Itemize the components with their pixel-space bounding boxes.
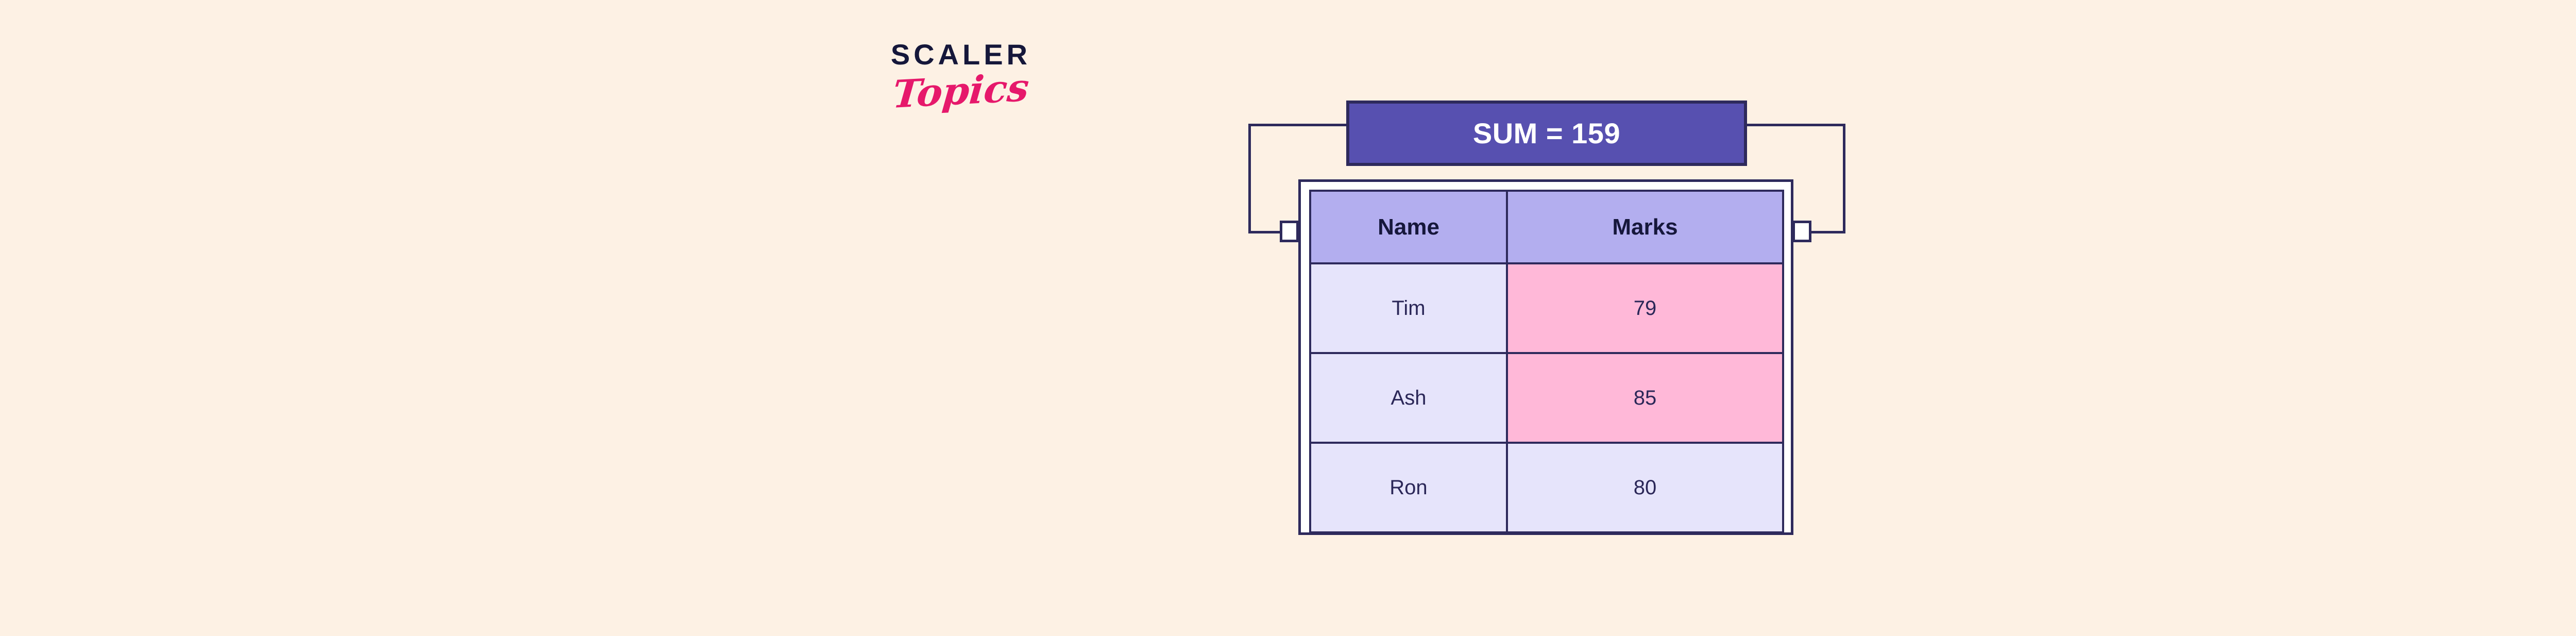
table-row: Ash 85 (1309, 352, 1784, 444)
table-body: Tim 79 Ash 85 Ron 80 (1309, 262, 1784, 533)
cell-name: Ron (1309, 442, 1508, 533)
cell-marks: 79 (1506, 262, 1784, 354)
table-header: Name Marks (1309, 190, 1784, 264)
marks-table: Name Marks Tim 79 Ash 85 Ron 80 (1309, 190, 1784, 533)
selection-handle-left-icon (1280, 221, 1299, 242)
table-row: Ron 80 (1309, 442, 1784, 533)
selection-handle-right-icon (1792, 221, 1811, 242)
scaler-topics-logo: SCALER Topics (876, 40, 1046, 133)
cell-name: Ash (1309, 352, 1508, 444)
column-header-name: Name (1309, 190, 1508, 264)
column-header-marks: Marks (1506, 190, 1784, 264)
cell-name: Tim (1309, 262, 1508, 354)
table-row: Tim 79 (1309, 262, 1784, 354)
logo-wordmark: SCALER (890, 38, 1031, 71)
table-header-row: Name Marks (1309, 190, 1784, 264)
cell-marks: 80 (1506, 442, 1784, 533)
sum-result-label: SUM = 159 (1472, 117, 1621, 149)
cell-marks: 85 (1506, 352, 1784, 444)
sum-result-banner: SUM = 159 (1346, 101, 1747, 166)
